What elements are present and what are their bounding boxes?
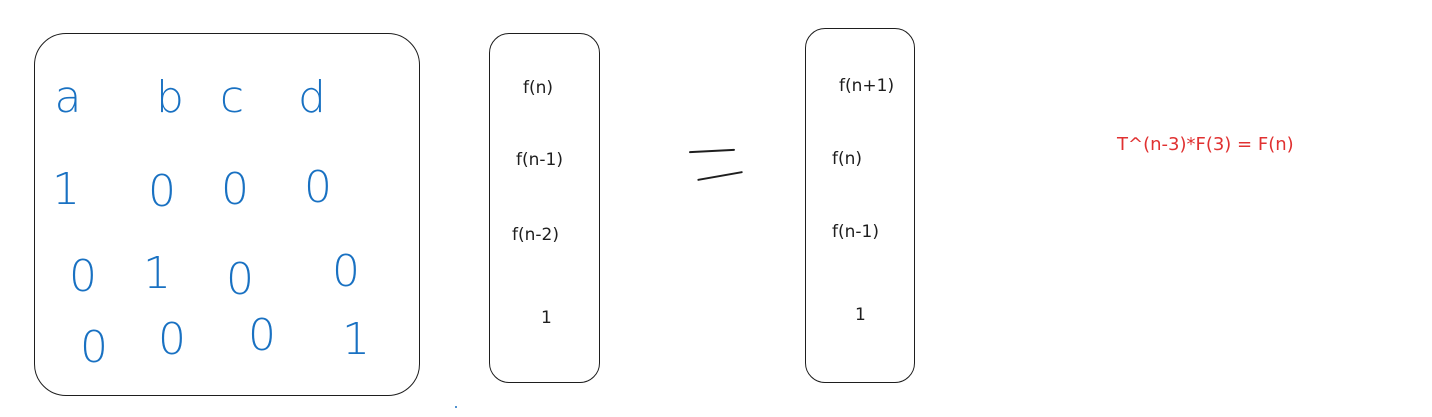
matrix-cell: 1 (342, 314, 370, 365)
matrix-cell: 0 (69, 251, 97, 302)
equals-sign-upper-stroke (688, 148, 736, 153)
vector-left-entry: 1 (541, 308, 552, 328)
vector-left-entry: f(n) (523, 78, 554, 98)
vector-left-box (489, 33, 600, 383)
vector-right-entry: f(n-1) (832, 222, 879, 242)
formula-text: T^(n-3)*F(3) = F(n) (1117, 134, 1294, 155)
matrix-cell: 0 (158, 314, 186, 365)
matrix-cell: 0 (221, 164, 249, 215)
vector-right-box (805, 28, 915, 383)
vector-right-entry: f(n+1) (839, 76, 895, 96)
vector-right-entry: f(n) (832, 149, 863, 169)
matrix-cell: d (298, 72, 326, 123)
matrix-box (34, 33, 420, 396)
matrix-cell: 1 (143, 248, 171, 299)
matrix-cell: b (156, 72, 184, 123)
matrix-cell: 0 (226, 254, 254, 305)
vector-left-entry: f(n-1) (516, 150, 563, 170)
matrix-cell: 0 (332, 246, 360, 297)
vector-left-entry: f(n-2) (512, 225, 559, 245)
equals-sign-lower-stroke (697, 171, 743, 181)
vector-right-entry: 1 (855, 305, 866, 325)
matrix-cell: c (219, 72, 245, 123)
stray-dot (455, 406, 457, 408)
matrix-cell: 0 (304, 162, 332, 213)
matrix-cell: 0 (148, 166, 176, 217)
matrix-cell: a (54, 72, 82, 123)
matrix-cell: 1 (52, 164, 80, 215)
matrix-cell: 0 (80, 322, 108, 373)
matrix-cell: 0 (248, 310, 276, 361)
